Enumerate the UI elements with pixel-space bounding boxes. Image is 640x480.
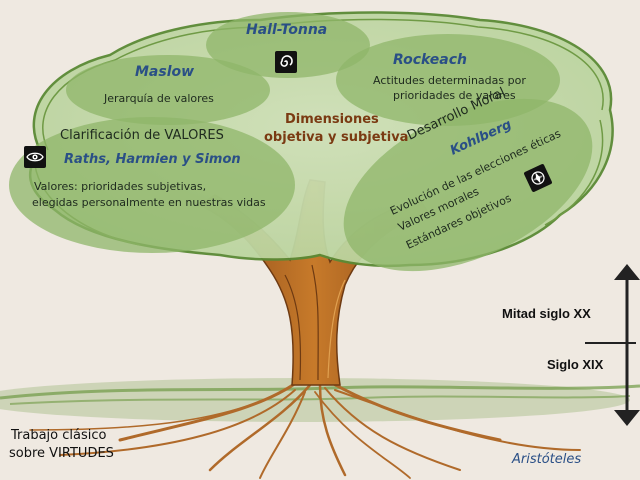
clarificacion-title: Raths, Harmien y Simon [64, 152, 241, 167]
maslow-title: Maslow [135, 64, 195, 80]
maslow-text: Jerarquía de valores [104, 92, 214, 105]
timeline-upper-label: Mitad siglo XX [502, 306, 591, 321]
clarificacion-text-line-1: Valores: prioridades subjetivas, [34, 180, 207, 193]
eye-icon [24, 146, 46, 168]
center-label-line-2: objetiva y subjetiva [264, 130, 409, 145]
rockeach-text-line-1: Actitudes determinadas por [373, 74, 526, 87]
clarificacion-text-line-2: elegidas personalmente en nuestras vidas [32, 196, 266, 209]
rockeach-text-line-2: prioridades de valores [393, 89, 516, 102]
center-label-line-1: Dimensiones [285, 112, 379, 127]
maslow-bubble [66, 55, 270, 125]
roots-left-line-2: sobre VIRTUDES [9, 446, 114, 461]
roots-left-line-1: Trabajo clásico [11, 428, 107, 443]
roots-right-label: Aristóteles [512, 452, 582, 467]
timeline-arrow [585, 264, 640, 426]
hall-tonna-title: Hall-Tonna [246, 22, 328, 38]
hall-tonna-bubble [206, 12, 370, 78]
kohlberg-bubble [343, 98, 593, 272]
timeline-lower-label: Siglo XIX [547, 357, 604, 372]
roots [29, 378, 581, 479]
clarificacion-heading: Clarificación de VALORES [60, 128, 224, 143]
compass-icon [523, 163, 553, 193]
rockeach-title: Rockeach [393, 52, 468, 68]
spiral-icon [275, 51, 297, 73]
clarificacion-bubble [9, 117, 295, 253]
